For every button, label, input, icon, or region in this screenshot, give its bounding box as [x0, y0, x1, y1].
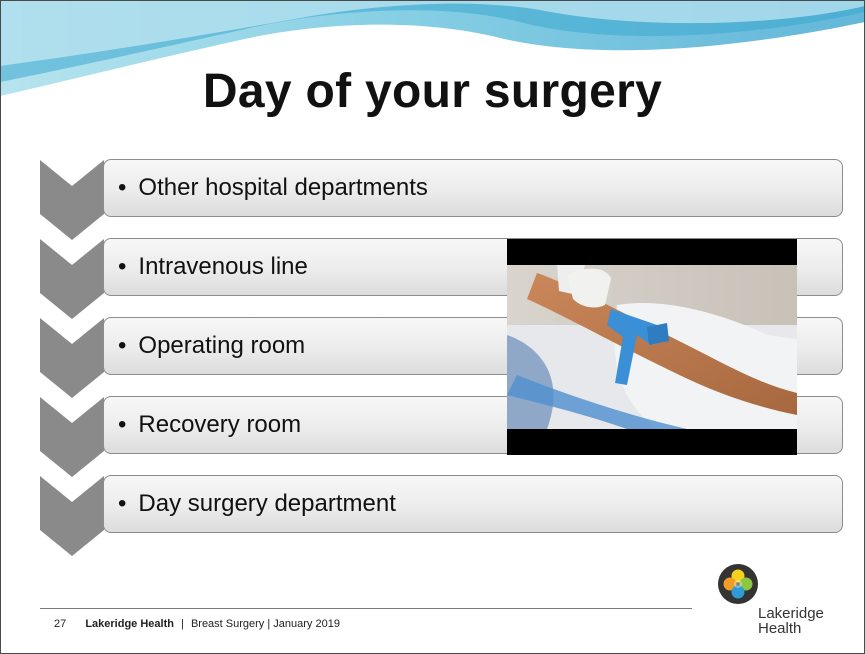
step-item-label: Intravenous line: [118, 239, 307, 297]
logo-line-1: Lakeridge: [758, 605, 824, 622]
step-chevron-1: [40, 160, 104, 240]
step-item-label: Operating room: [118, 318, 305, 376]
footer-organization: Lakeridge Health: [85, 618, 174, 630]
lakeridge-health-logo-icon: [718, 564, 758, 604]
video-thumbnail[interactable]: [507, 239, 797, 455]
footer-separator: |: [181, 618, 184, 630]
step-chevron-5: [40, 476, 104, 556]
footer-divider: [40, 608, 692, 609]
slide-title: Day of your surgery: [202, 65, 663, 118]
header-wave-decoration: [0, 0, 865, 96]
step-item-label: Other hospital departments: [118, 160, 428, 218]
step-item-label: Recovery room: [118, 397, 301, 455]
step-chevron-2: [40, 239, 104, 319]
iv-line-illustration: [507, 265, 797, 429]
footer: 27 Lakeridge Health | Breast Surgery | J…: [54, 618, 340, 630]
step-item-5: Day surgery department: [103, 475, 843, 533]
step-chevron-3: [40, 318, 104, 398]
logo-line-2: Health: [758, 620, 802, 637]
logo-wordmark: Lakeridge Health: [758, 606, 824, 636]
step-item-label: Day surgery department: [118, 476, 395, 534]
step-chevron-4: [40, 397, 104, 477]
footer-presentation: Breast Surgery | January 2019: [190, 618, 340, 630]
page-number: 27: [54, 618, 67, 630]
step-item-1: Other hospital departments: [103, 159, 843, 217]
